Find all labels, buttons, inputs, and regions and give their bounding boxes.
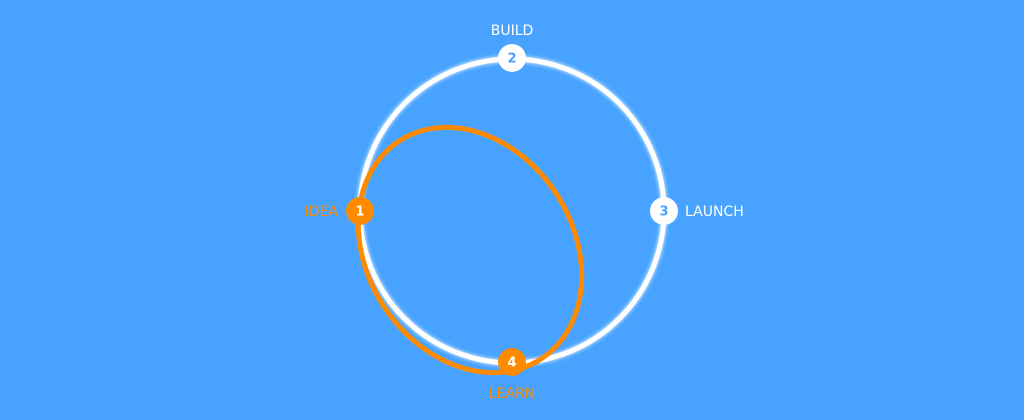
node-launch-marker [650,197,678,225]
node-launch-number: 3 [659,205,668,220]
node-build-marker [498,44,526,72]
learning-loop-ellipse [355,124,585,376]
node-idea: 1 IDEA [305,197,374,225]
node-build: 2 BUILD [491,23,534,72]
node-idea-marker [346,197,374,225]
node-idea-number: 1 [355,205,364,220]
node-launch-label: LAUNCH [685,204,744,220]
node-idea-label: IDEA [305,204,339,220]
node-build-label: BUILD [491,23,534,39]
node-build-number: 2 [507,52,516,67]
main-cycle-ring [357,56,667,366]
node-learn-label: LEARN [489,386,535,402]
node-learn: 4 LEARN [489,348,535,402]
node-launch: 3 LAUNCH [650,197,744,225]
node-learn-number: 4 [507,356,516,371]
node-learn-marker [498,348,526,376]
